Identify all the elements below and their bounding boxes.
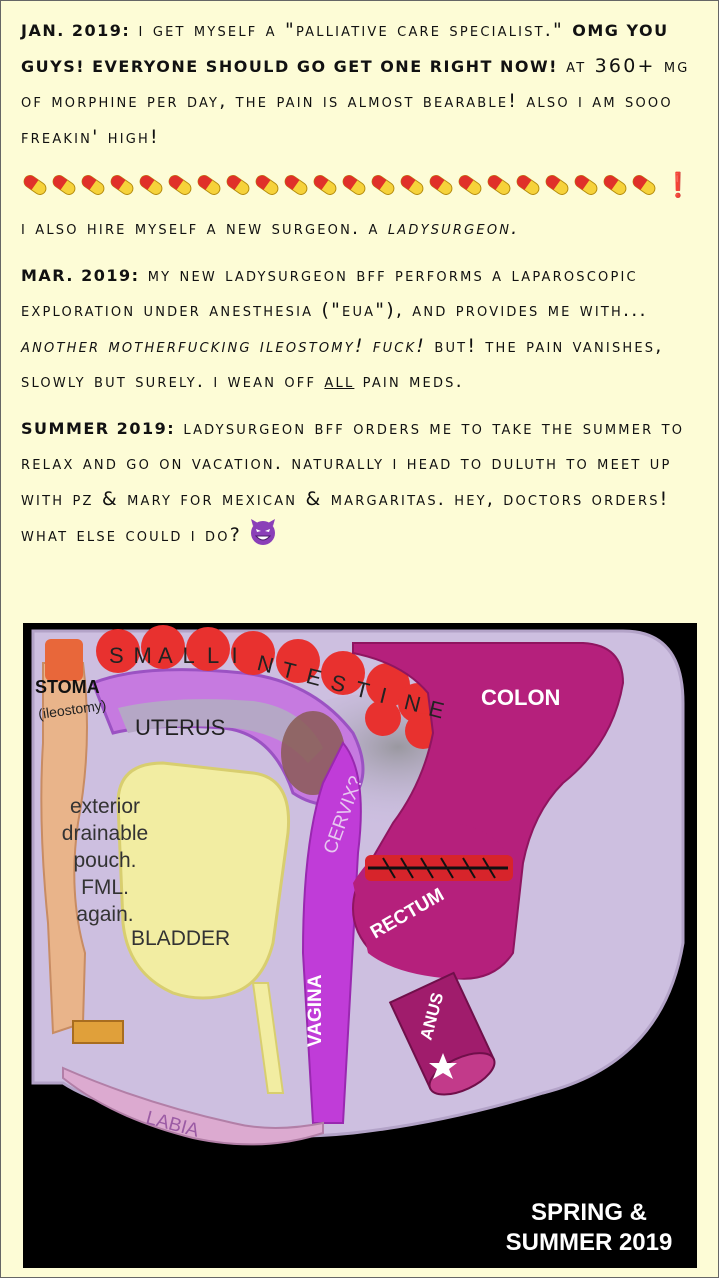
pouch-label-line: exterior bbox=[70, 795, 140, 818]
pill-icon bbox=[516, 175, 540, 195]
small-intestine-letter: A bbox=[158, 643, 173, 668]
pill-icon bbox=[487, 175, 511, 195]
vagina-label: VAGINA bbox=[305, 974, 326, 1047]
vagina-shape bbox=[301, 741, 362, 1124]
small-intestine-letter: T bbox=[353, 676, 372, 704]
mar-body: My new ladysurgeon BFF performs a laparo… bbox=[21, 263, 648, 322]
pill-icon bbox=[429, 175, 453, 195]
pouch-clip bbox=[72, 1020, 124, 1044]
pill-icon bbox=[23, 175, 47, 195]
pouch-label-line: pouch. bbox=[73, 849, 136, 872]
labia-shape bbox=[62, 1066, 324, 1146]
anus-shape bbox=[388, 971, 496, 1096]
pill-icon bbox=[371, 175, 395, 195]
caption-line-1: SPRING & bbox=[530, 1199, 647, 1226]
pouch-label-line: drainable bbox=[62, 822, 148, 845]
pill-row: ❗ bbox=[21, 164, 706, 205]
small-intestine-letter: S bbox=[109, 643, 124, 668]
mar-lead: Mar. 2019: bbox=[21, 265, 140, 285]
small-intestine-letter: N bbox=[255, 650, 276, 678]
pill-icon bbox=[110, 175, 134, 195]
caption-line-2: SUMMER 2019 bbox=[505, 1229, 673, 1256]
anus-star-icon bbox=[429, 1053, 457, 1079]
jan-lead: Jan. 2019: bbox=[21, 21, 131, 40]
mar-emph: another motherfucking ileostomy! Fuck! bbox=[21, 334, 427, 357]
small-intestine-letter: I bbox=[377, 683, 389, 709]
pill-icon bbox=[197, 175, 221, 195]
pill-icon bbox=[458, 175, 482, 195]
uterus-label: UTERUS bbox=[135, 715, 225, 740]
paragraph-summer: Summer 2019: Ladysurgeon BFF orders me t… bbox=[21, 411, 706, 554]
small-intestine-letter: L bbox=[207, 643, 219, 668]
jan-body2: At 360+ mg of morphine per day, the pain… bbox=[21, 54, 690, 148]
small-intestine-letter: T bbox=[279, 657, 298, 685]
jan-emph: OMG you guys! Everyone should go get one… bbox=[21, 21, 669, 76]
pill-icon bbox=[139, 175, 163, 195]
surgeon-body: I also hire myself a new surgeon. A bbox=[21, 217, 388, 239]
pill-icon bbox=[603, 175, 627, 195]
small-intestine-letter: S bbox=[328, 670, 348, 698]
pill-icon bbox=[168, 175, 192, 195]
narrative-text: Jan. 2019: I get myself a "palliative ca… bbox=[21, 13, 706, 565]
mar-body3: pain meds. bbox=[354, 370, 464, 392]
paragraph-surgeon: I also hire myself a new surgeon. A lady… bbox=[21, 211, 706, 247]
bladder-label: BLADDER bbox=[131, 927, 230, 950]
uterus-cavity bbox=[118, 699, 323, 763]
smiling-devil-icon bbox=[250, 519, 275, 545]
pill-icon bbox=[313, 175, 337, 195]
pill-icon bbox=[400, 175, 424, 195]
summer-lead: Summer 2019: bbox=[21, 418, 176, 438]
small-intestine-letter: L bbox=[183, 643, 195, 668]
exclamation-icon: ❗ bbox=[663, 171, 693, 199]
pill-icon bbox=[255, 175, 279, 195]
summer-body: Ladysurgeon BFF orders me to take the su… bbox=[21, 416, 685, 547]
small-intestine-letter: N bbox=[402, 689, 423, 717]
mar-underline: all bbox=[324, 370, 355, 392]
mar-body2: But! The pain vanishes, slowly but surel… bbox=[21, 334, 664, 393]
small-intestine-letter: E bbox=[426, 696, 446, 724]
panel-caption: SPRING & SUMMER 2019 bbox=[489, 1198, 689, 1258]
pouch-shape bbox=[40, 662, 88, 1035]
pill-icon bbox=[226, 175, 250, 195]
jan-body: I get myself a "palliative care speciali… bbox=[130, 19, 573, 41]
pill-icon bbox=[574, 175, 598, 195]
bladder-shape bbox=[116, 761, 291, 1000]
urethra-shape bbox=[251, 982, 285, 1094]
paragraph-jan: Jan. 2019: I get myself a "palliative ca… bbox=[21, 13, 706, 155]
small-intestine-letter: I bbox=[232, 643, 238, 668]
small-intestine-letter: M bbox=[134, 643, 152, 668]
pouch-label: exterior drainable pouch. FML. again. bbox=[62, 795, 148, 926]
stoma-label: STOMA bbox=[35, 677, 100, 697]
pill-icon bbox=[284, 175, 308, 195]
pill-icon bbox=[632, 175, 656, 195]
surgeon-emph: ladysurgeon. bbox=[387, 217, 520, 239]
colon-label: COLON bbox=[481, 685, 560, 710]
paragraph-mar: Mar. 2019: My new ladysurgeon BFF perfor… bbox=[21, 258, 706, 400]
stoma-shape bbox=[45, 639, 83, 681]
pill-icon bbox=[545, 175, 569, 195]
pill-icon bbox=[52, 175, 76, 195]
small-intestine-shape bbox=[96, 625, 441, 749]
pill-icon bbox=[342, 175, 366, 195]
small-intestine-letter: E bbox=[304, 663, 324, 691]
pouch-label-line: again. bbox=[76, 903, 133, 926]
pouch-label-line: FML. bbox=[81, 876, 129, 899]
pill-icon bbox=[81, 175, 105, 195]
